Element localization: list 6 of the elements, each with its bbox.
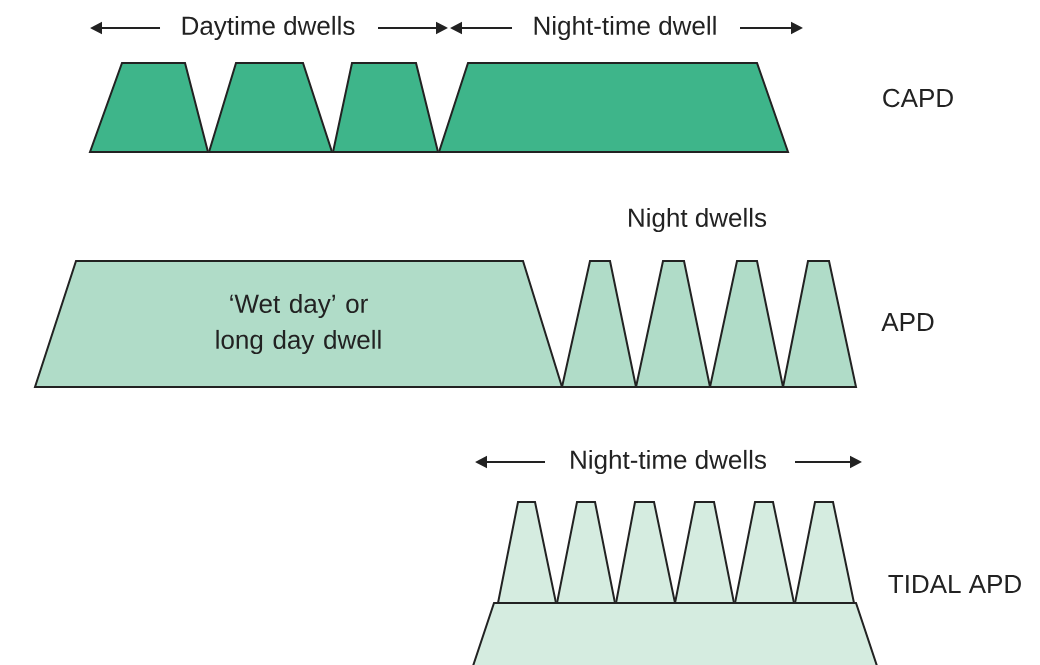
row-label: Night dwells — [629, 207, 767, 233]
row-label: CAPD — [883, 88, 953, 108]
row-label: TIDAL APD — [888, 575, 1021, 593]
row-label: APD — [881, 313, 934, 331]
row-label: Daytime dwells — [182, 15, 355, 41]
row-label: Night-time dwells — [571, 449, 766, 475]
